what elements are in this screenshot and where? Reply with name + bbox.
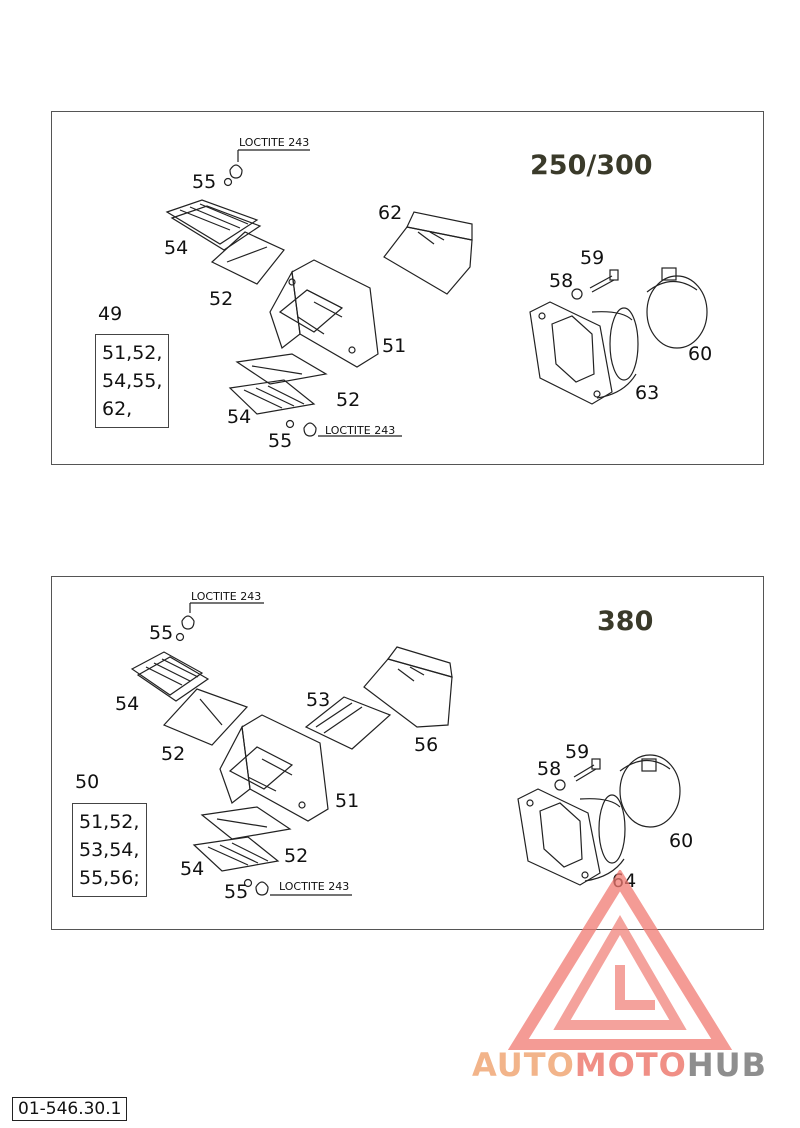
exploded-view-drawing-250-300 bbox=[165, 149, 708, 437]
callout-52-upper: 52 bbox=[161, 743, 186, 765]
screw-59 bbox=[573, 758, 601, 782]
kit-line: 62, bbox=[102, 398, 133, 420]
callout-52-upper: 52 bbox=[209, 288, 234, 310]
diagram-panel-250-300: 250/300 LOCTITE 243 LOCTITE 243 55 54 52… bbox=[51, 111, 764, 465]
intake-manifold-64 bbox=[517, 788, 626, 886]
reed-petal-54-upper bbox=[165, 199, 262, 251]
document-number: 01-546.30.1 bbox=[12, 1097, 128, 1121]
kit-number: 49 bbox=[98, 303, 123, 325]
kit-contents-box: 51,52, 54,55, 62, bbox=[95, 334, 170, 428]
loctite-label-lower: LOCTITE 243 bbox=[325, 424, 396, 437]
washer-icon bbox=[571, 288, 583, 300]
loctite-drop-icon bbox=[181, 615, 195, 630]
kit-line: 53,54, bbox=[79, 839, 140, 861]
intake-manifold-63 bbox=[529, 301, 639, 405]
exploded-view-drawing-380 bbox=[130, 602, 681, 896]
callout-53: 53 bbox=[306, 689, 331, 711]
callout-60: 60 bbox=[688, 343, 713, 365]
model-title: 380 bbox=[597, 606, 654, 637]
callout-59: 59 bbox=[565, 741, 590, 763]
screw-icon bbox=[285, 419, 295, 429]
reed-stopper-52-upper bbox=[162, 688, 249, 746]
reed-stopper-62 bbox=[383, 211, 473, 295]
reed-valve-block-51 bbox=[269, 259, 379, 368]
loctite-drop-icon bbox=[255, 881, 269, 896]
screw-icon bbox=[223, 177, 233, 187]
washer-icon bbox=[554, 779, 566, 791]
callout-54-lower: 54 bbox=[227, 406, 252, 428]
reed-valve-block-51 bbox=[219, 714, 329, 822]
callout-58: 58 bbox=[537, 758, 562, 780]
screw-icon bbox=[175, 632, 185, 642]
screw-59 bbox=[589, 269, 619, 293]
callout-55-lower: 55 bbox=[224, 881, 249, 903]
kit-line: 51,52, bbox=[102, 342, 163, 364]
callout-62: 62 bbox=[378, 202, 403, 224]
loctite-drop-icon bbox=[229, 164, 243, 179]
diagram-panel-380: 380 LOCTITE 243 LOCTITE 243 55 54 52 53 … bbox=[51, 576, 764, 930]
reed-petal-54-lower bbox=[192, 836, 280, 872]
logo-word-moto: MOTO bbox=[574, 1046, 687, 1084]
callout-58: 58 bbox=[549, 270, 574, 292]
kit-contents-box: 51,52, 53,54, 55,56; bbox=[72, 803, 147, 897]
loctite-drop-icon bbox=[303, 422, 317, 437]
callout-52-lower: 52 bbox=[284, 845, 309, 867]
kit-number: 50 bbox=[75, 771, 100, 793]
callout-54-lower: 54 bbox=[180, 858, 205, 880]
callout-51: 51 bbox=[382, 335, 407, 357]
callout-51: 51 bbox=[335, 790, 360, 812]
reed-petal-54-upper bbox=[130, 651, 210, 702]
logo-wordmark: AUTOMOTOHUB bbox=[472, 1046, 767, 1084]
callout-55-upper: 55 bbox=[149, 622, 174, 644]
kit-line: 51,52, bbox=[79, 811, 140, 833]
callout-59: 59 bbox=[580, 247, 605, 269]
triangle-logo-icon bbox=[507, 870, 733, 1050]
logo-word-auto: AUTO bbox=[472, 1046, 575, 1084]
logo-word-hub: HUB bbox=[686, 1046, 768, 1084]
loctite-label-upper: LOCTITE 243 bbox=[191, 590, 262, 603]
kit-line: 54,55, bbox=[102, 370, 163, 392]
reed-stopper-53 bbox=[304, 696, 392, 750]
loctite-label-lower: LOCTITE 243 bbox=[279, 880, 350, 893]
reed-stopper-52-lower bbox=[200, 806, 292, 840]
reed-petal-54-lower bbox=[228, 379, 316, 415]
hose-clamp-60 bbox=[646, 267, 708, 349]
callout-52-lower: 52 bbox=[336, 389, 361, 411]
reed-stopper-52-lower bbox=[235, 353, 328, 385]
automotohub-watermark-logo: AUTOMOTOHUB bbox=[470, 870, 800, 1090]
callout-55-upper: 55 bbox=[192, 171, 217, 193]
callout-54-upper: 54 bbox=[115, 693, 140, 715]
model-title: 250/300 bbox=[530, 150, 653, 181]
screw-icon bbox=[243, 878, 253, 888]
loctite-label-upper: LOCTITE 243 bbox=[239, 136, 310, 149]
callout-54-upper: 54 bbox=[164, 237, 189, 259]
callout-63: 63 bbox=[635, 382, 660, 404]
kit-line: 55,56; bbox=[79, 867, 140, 889]
hose-clamp-60 bbox=[619, 754, 681, 828]
callout-56: 56 bbox=[414, 734, 439, 756]
callout-60: 60 bbox=[669, 830, 694, 852]
intake-spacer-56 bbox=[363, 646, 453, 728]
callout-55-lower: 55 bbox=[268, 430, 293, 452]
reed-stopper-52-upper bbox=[210, 231, 285, 285]
